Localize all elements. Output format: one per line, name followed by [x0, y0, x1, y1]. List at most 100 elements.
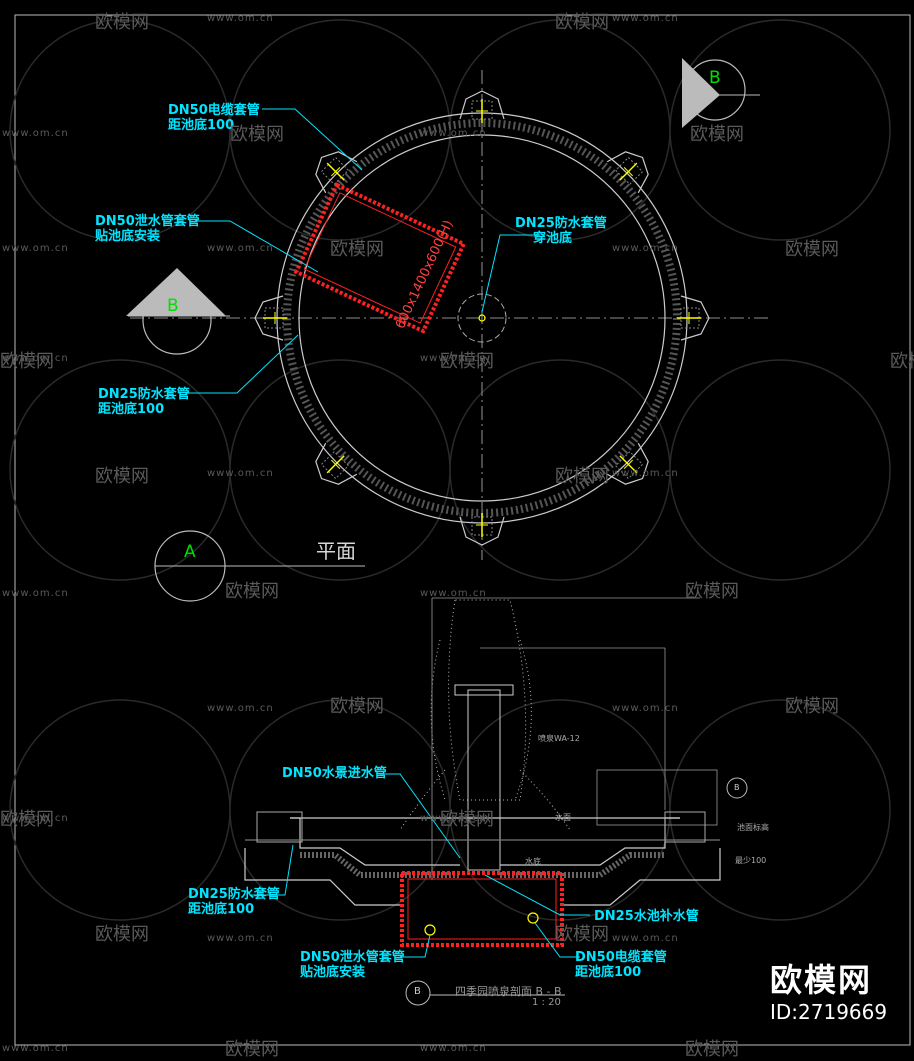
- nozzle-bump: [315, 151, 358, 194]
- watermark-url: www.om.cn: [2, 243, 69, 254]
- section-mark-b-side: [726, 777, 748, 799]
- watermark-brand: 欧模网: [685, 581, 739, 602]
- watermark-brand: 欧模网: [330, 239, 384, 260]
- nozzle-bump: [315, 442, 358, 485]
- section-scale: 1 : 20: [532, 997, 561, 1008]
- plan-view: [126, 58, 770, 602]
- leader-inlet: [380, 773, 461, 859]
- mark-a: A: [184, 542, 196, 562]
- watermark-brand: 欧模网: [0, 351, 54, 372]
- label-dn50-inlet: DN50水景进水管: [282, 766, 387, 781]
- drain-pipe-circle: [424, 924, 436, 936]
- watermark-brand: 欧模网: [890, 351, 914, 372]
- leader-dn25-left-sec: [250, 844, 294, 896]
- watermark-brand: 欧模网: [225, 581, 279, 602]
- watermark-arcs: [9, 19, 891, 921]
- watermark-url: www.om.cn: [612, 468, 679, 479]
- label-dn25-supply: DN25水池补水管: [594, 909, 699, 924]
- watermark-brand: 欧模网: [685, 1039, 739, 1060]
- watermark-brand: 欧模网: [785, 239, 839, 260]
- mark-b-top: B: [709, 68, 721, 88]
- watermark-brand: 欧模网: [690, 124, 744, 145]
- watermark-url: www.om.cn: [2, 813, 69, 824]
- leader-cable-sleeve: [262, 108, 363, 171]
- watermark-brand: 欧模网: [225, 1039, 279, 1060]
- watermark-url: www.om.cn: [420, 1043, 487, 1054]
- watermark-brand: 欧模网: [230, 124, 284, 145]
- section-mark-a: [154, 530, 365, 602]
- section-pit: [400, 871, 564, 947]
- watermark-url: www.om.cn: [612, 243, 679, 254]
- label-dn25-left: DN25防水套管 距池底100: [98, 387, 190, 417]
- watermark-url: www.om.cn: [2, 353, 69, 364]
- nozzle-bump: [677, 295, 710, 341]
- watermark-url: www.om.cn: [612, 703, 679, 714]
- leader-drain-sec: [400, 934, 431, 958]
- watermark-brand: 欧模网: [440, 351, 494, 372]
- section-mark-b-left: [126, 268, 230, 355]
- mark-b-side: B: [734, 783, 740, 792]
- label-dn50-cable-sec: DN50电缆套管 距池底100: [575, 950, 667, 980]
- center-nozzle: [457, 293, 507, 343]
- watermark-brand: 欧模网: [555, 924, 609, 945]
- mark-b-left: B: [167, 296, 179, 316]
- watermark-brand: 欧模网: [555, 466, 609, 487]
- watermark-url: www.om.cn: [207, 13, 274, 24]
- watermark-url: www.om.cn: [420, 813, 487, 824]
- leader-drain-sleeve: [195, 220, 319, 273]
- fountain-column: [467, 689, 501, 871]
- section-view: [244, 597, 748, 1006]
- label-dn50-drain-sleeve: DN50泄水管套管 贴池底安装: [95, 214, 200, 244]
- watermark-url: www.om.cn: [420, 128, 487, 139]
- note-water-bottom: 水底: [525, 857, 541, 866]
- section-mark-b-top: [682, 58, 760, 128]
- cable-pipe-circle: [527, 912, 539, 924]
- leader-center: [481, 234, 540, 313]
- pool-inner-ring: [298, 134, 666, 502]
- note-nozzle: 喷泉WA-12: [538, 734, 580, 743]
- watermark-url: www.om.cn: [612, 13, 679, 24]
- watermark-brand: 欧模网: [440, 809, 494, 830]
- label-dn25-center: DN25防水套管 穿池底: [515, 216, 607, 246]
- watermark-brand: 欧模网: [330, 696, 384, 717]
- nozzle-bump: [606, 151, 649, 194]
- watermark-brand: 欧模网: [785, 696, 839, 717]
- drawing-frame: [14, 14, 911, 1046]
- fountain-spray: [399, 599, 571, 831]
- nozzle-bumps: [254, 90, 710, 546]
- nozzle-bump: [459, 90, 505, 123]
- brand-logo: 欧模网: [770, 961, 873, 999]
- watermark-brand: 欧模网: [0, 809, 54, 830]
- leader-dn25-left: [185, 334, 299, 394]
- watermark-url: www.om.cn: [2, 128, 69, 139]
- plan-title: 平面: [316, 539, 356, 563]
- label-dn50-drain-sec: DN50泄水管套管 贴池底安装: [300, 950, 405, 980]
- nozzle-bump: [459, 513, 505, 546]
- nozzle-bump: [254, 295, 287, 341]
- watermark-brand: 欧模网: [95, 12, 149, 33]
- section-mark-letter: B: [414, 986, 421, 997]
- note-min-100: 最少100: [735, 856, 767, 865]
- watermark-url: www.om.cn: [420, 588, 487, 599]
- section-title: 四季园喷泉剖面 B - B: [455, 985, 562, 998]
- watermark-url: www.om.cn: [207, 703, 274, 714]
- leader-supply: [484, 874, 590, 916]
- watermark-url: www.om.cn: [420, 353, 487, 364]
- section-title-mark: [405, 980, 431, 1006]
- brand-id: ID:2719669: [770, 1000, 888, 1024]
- label-dn25-sec-left: DN25防水套管 距池底100: [188, 887, 280, 917]
- watermark-brand: 欧模网: [95, 466, 149, 487]
- watermark-url: www.om.cn: [207, 468, 274, 479]
- basin-profile: [244, 817, 721, 906]
- watermark-brand: 欧模网: [95, 924, 149, 945]
- leader-cable-sec: [534, 922, 580, 958]
- watermark-url: www.om.cn: [2, 588, 69, 599]
- watermark-url: www.om.cn: [2, 1043, 69, 1054]
- watermark-url: www.om.cn: [207, 933, 274, 944]
- note-water-surface: 水面: [555, 813, 571, 822]
- watermark-brand: 欧模网: [555, 12, 609, 33]
- label-dn50-cable-sleeve: DN50电缆套管 距池底100: [168, 103, 260, 133]
- watermark-url: www.om.cn: [612, 933, 679, 944]
- nozzle-bump: [606, 442, 649, 485]
